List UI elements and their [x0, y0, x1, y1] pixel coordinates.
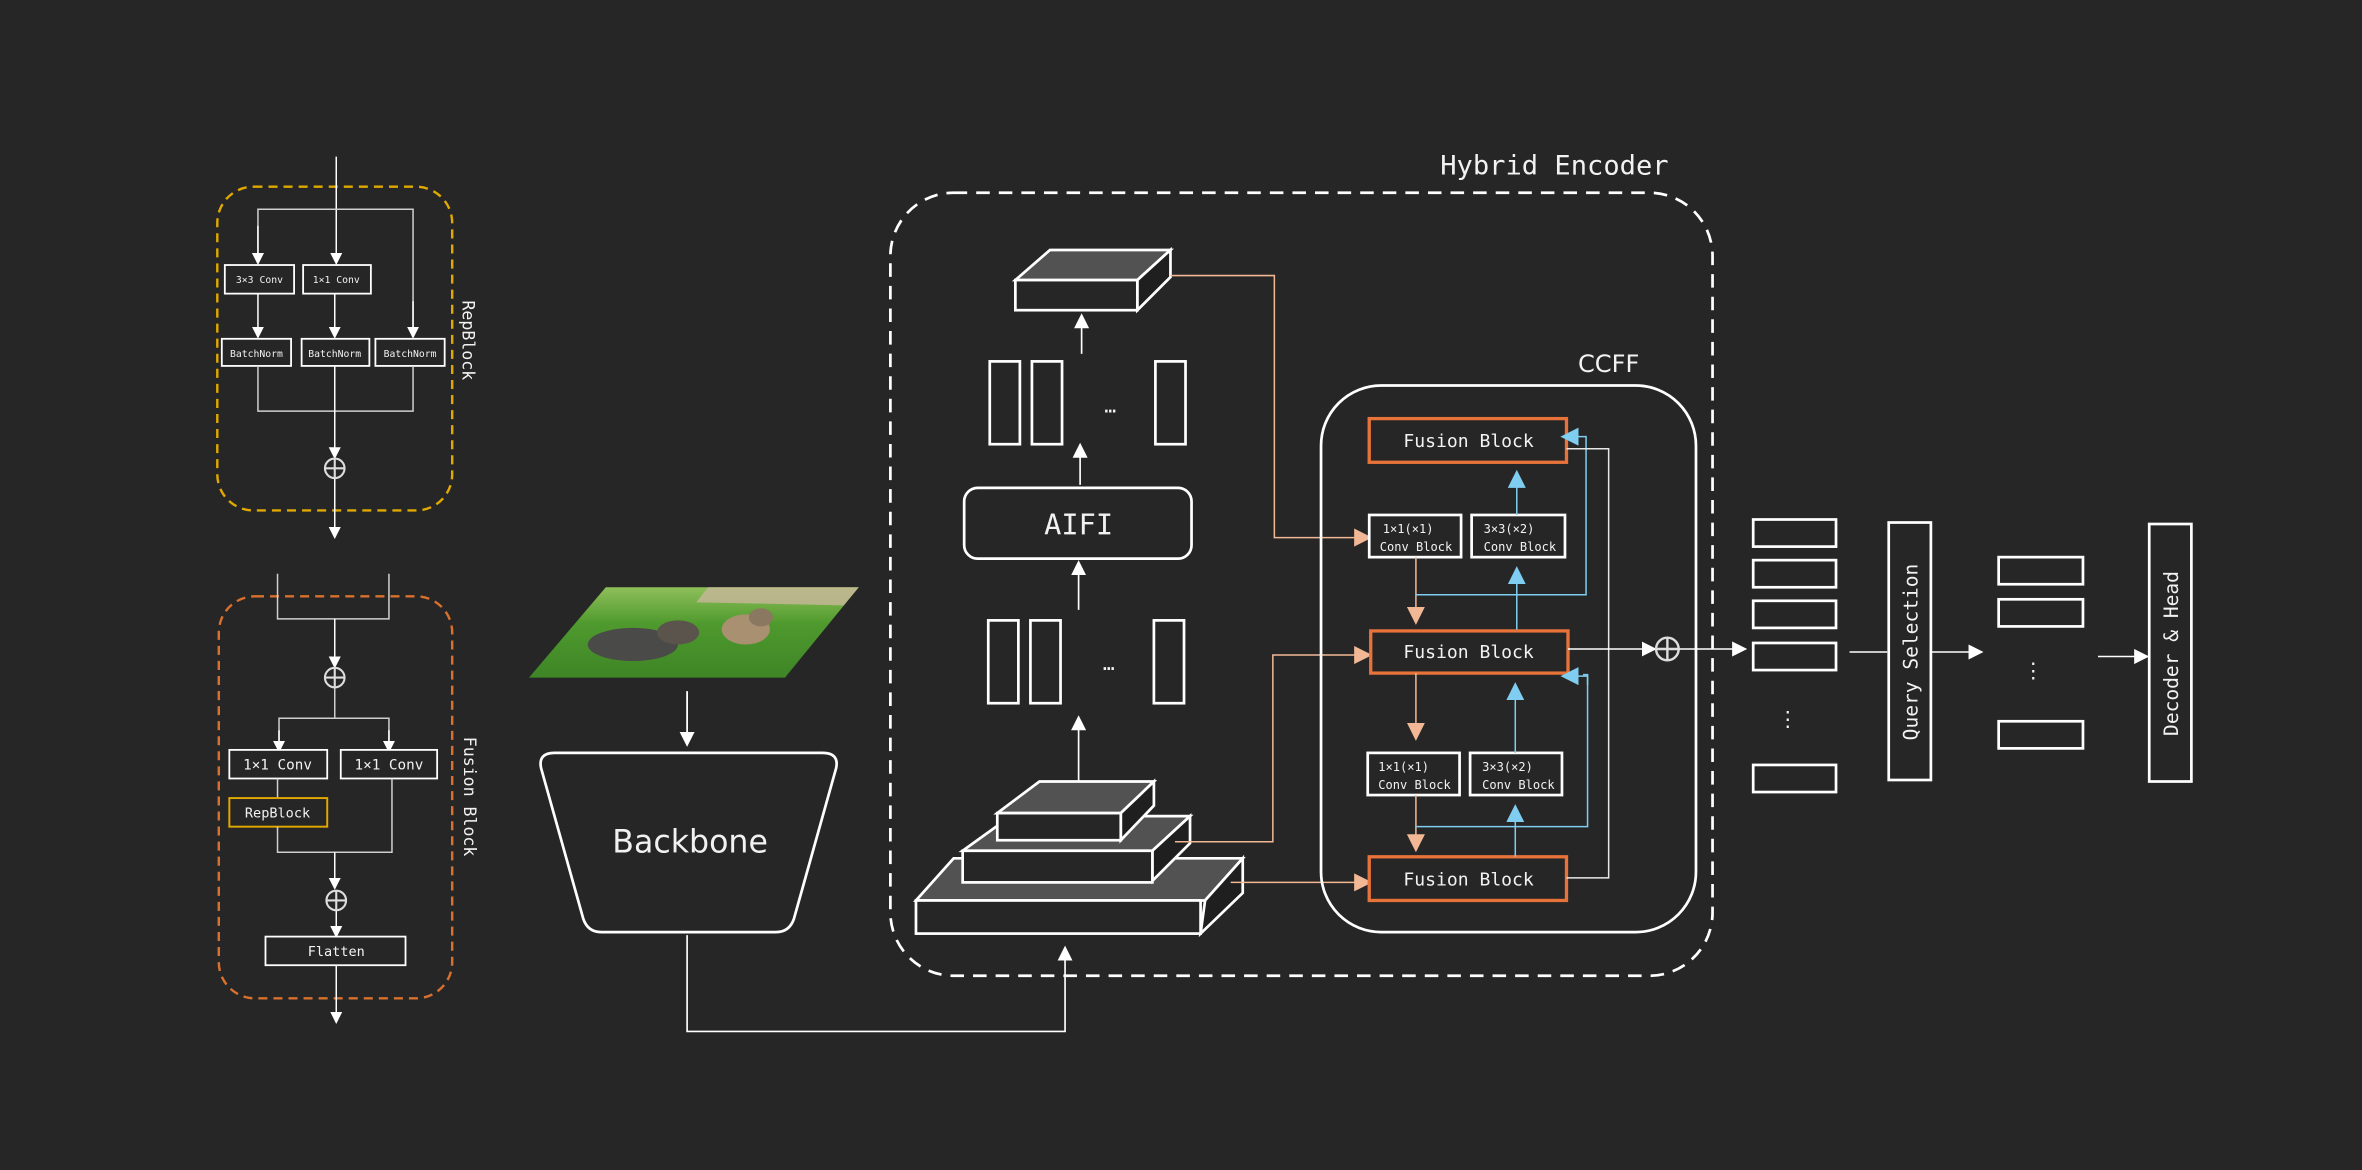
conv-block-3x3-upper: 3×3(×2) Conv Block [1470, 513, 1567, 559]
svg-text:BatchNorm: BatchNorm [308, 349, 361, 360]
svg-text:Fusion Block: Fusion Block [1403, 642, 1534, 663]
svg-text:Flatten: Flatten [308, 944, 365, 960]
svg-text:Decoder & Head: Decoder & Head [2160, 571, 2183, 736]
svg-text:1×1 Conv: 1×1 Conv [355, 757, 424, 773]
conv1x1-box: 1×1 Conv [302, 264, 372, 295]
fusion-block-bottom: Fusion Block [1367, 855, 1569, 903]
flatten-box: Flatten [264, 935, 407, 967]
fusion-block-top: Fusion Block [1367, 416, 1569, 464]
input-image [528, 587, 859, 678]
svg-text:Conv Block: Conv Block [1484, 540, 1557, 554]
hybrid-encoder-border [889, 191, 1714, 978]
feature-map-s5 [993, 778, 1158, 844]
svg-text:Conv Block: Conv Block [1380, 540, 1453, 554]
fusion-block-title: Fusion Block [460, 737, 479, 857]
svg-text:1×1 Conv: 1×1 Conv [313, 275, 360, 286]
hybrid-encoder-title: Hybrid Encoder [1440, 151, 1668, 182]
feature-pyramid [912, 778, 1246, 938]
backbone-label: Backbone [612, 824, 768, 860]
svg-text:3×3(×2): 3×3(×2) [1482, 760, 1533, 774]
encoder-output-tokens: ⋮ [1751, 518, 1838, 794]
conv3x3-box: 3×3 Conv [223, 264, 295, 295]
svg-text:3×3(×2): 3×3(×2) [1484, 522, 1535, 536]
svg-text:Conv Block: Conv Block [1482, 778, 1555, 792]
decoder-head-block: Decoder & Head [2147, 522, 2193, 783]
aifi-block: AIFI [962, 486, 1193, 561]
svg-text:1×1(×1): 1×1(×1) [1383, 522, 1434, 536]
token-sequence-upper: … [988, 360, 1187, 446]
repblock-box: RepBlock [228, 797, 329, 828]
svg-text:AIFI: AIFI [1044, 508, 1113, 542]
sum-icon [1654, 636, 1680, 662]
sum-icon [323, 457, 346, 480]
svg-text:1×1(×1): 1×1(×1) [1378, 760, 1429, 774]
ccff-border [1319, 384, 1698, 934]
feature-map-f5 [1011, 246, 1174, 314]
backbone-block: Backbone [539, 751, 838, 934]
sum-icon [325, 889, 348, 912]
batchnorm-box-3: BatchNorm [374, 337, 446, 367]
svg-text:Fusion Block: Fusion Block [1403, 431, 1534, 452]
svg-text:BatchNorm: BatchNorm [230, 349, 283, 360]
svg-text:RepBlock: RepBlock [245, 806, 310, 822]
conv-block-1x1-upper: 1×1(×1) Conv Block [1367, 513, 1463, 559]
conv1x1-right-box: 1×1 Conv [339, 748, 439, 780]
svg-text:⋮: ⋮ [1777, 706, 1798, 731]
svg-text:3×3 Conv: 3×3 Conv [236, 275, 283, 286]
hybrid-encoder: Hybrid Encoder … [889, 151, 1714, 978]
selected-queries: ⋮ [1997, 555, 2085, 750]
ccff-module: CCFF Fusion Block 1×1(×1) Conv Block 3×3… [1319, 350, 1698, 934]
svg-text:1×1 Conv: 1×1 Conv [243, 757, 312, 773]
conv-block-3x3-lower: 3×3(×2) Conv Block [1468, 751, 1564, 797]
sum-icon [323, 666, 346, 689]
ccff-title: CCFF [1578, 350, 1639, 378]
batchnorm-box-1: BatchNorm [220, 337, 292, 367]
fusion-block-middle: Fusion Block [1369, 629, 1570, 675]
svg-text:Query Selection: Query Selection [1899, 564, 1922, 741]
svg-text:⋮: ⋮ [2023, 658, 2044, 683]
query-selection-block: Query Selection [1887, 521, 1933, 782]
svg-text:…: … [1103, 652, 1115, 675]
repblock-detail: RepBlock 3×3 Conv 1×1 Conv BatchNorm Bat… [216, 156, 478, 540]
token-sequence-lower: … [986, 619, 1186, 705]
conv1x1-left-box: 1×1 Conv [228, 748, 329, 780]
svg-text:Conv Block: Conv Block [1378, 778, 1451, 792]
svg-text:…: … [1104, 395, 1116, 418]
svg-text:Fusion Block: Fusion Block [1403, 869, 1534, 890]
svg-text:BatchNorm: BatchNorm [384, 349, 437, 360]
repblock-title: RepBlock [459, 300, 478, 380]
batchnorm-box-2: BatchNorm [300, 337, 371, 367]
fusion-block-detail: Fusion Block 1×1 Conv 1×1 Conv RepBlock [217, 573, 479, 1024]
conv-block-1x1-lower: 1×1(×1) Conv Block [1366, 751, 1461, 797]
